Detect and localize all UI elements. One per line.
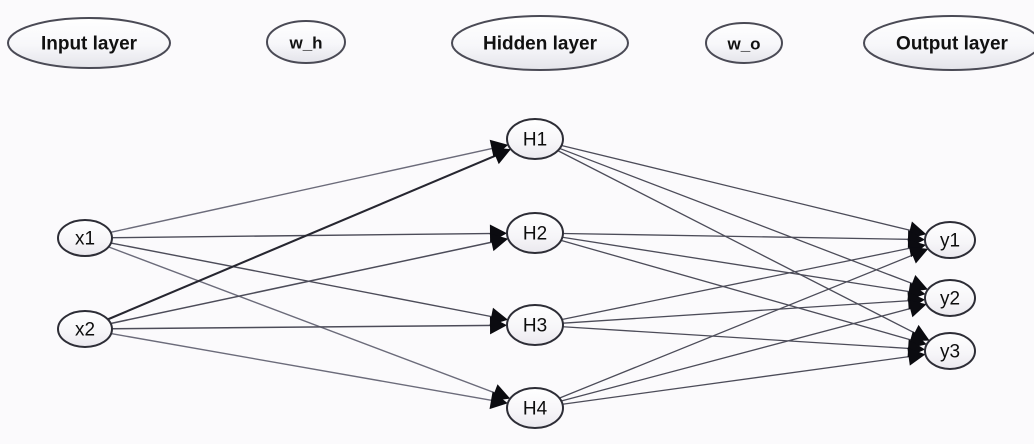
- output-layer-label: Output layer: [863, 15, 1034, 71]
- node-shape-H4: [506, 387, 564, 429]
- edge-x1-to-H3: [110, 242, 499, 319]
- w-h-label-text: w_h: [288, 34, 322, 53]
- node-H1[interactable]: H1: [506, 118, 564, 160]
- edge-group-hidden-to-output: [557, 144, 922, 405]
- edge-H3-to-y2: [562, 299, 916, 324]
- edge-H2-to-y2: [562, 236, 917, 294]
- edge-H4-to-y1: [559, 251, 920, 399]
- node-shape-H3: [506, 304, 564, 346]
- output-layer-label-shape: [863, 15, 1034, 71]
- edge-group-input-to-hidden: [107, 146, 503, 403]
- w-o-label-shape: [705, 22, 783, 64]
- layer-label-group: Input layer w_h Hidden layer w_o Output laye…: [7, 15, 1034, 71]
- node-shape-y3: [924, 332, 976, 370]
- node-label-H2: H2: [523, 224, 547, 245]
- edge-arrowhead: [907, 299, 927, 318]
- hidden-layer-label: Hidden layer: [451, 15, 629, 71]
- w-h-label: w_h: [266, 20, 346, 64]
- node-H3[interactable]: H3: [506, 304, 564, 346]
- edge-arrowhead: [489, 391, 508, 410]
- node-x1[interactable]: x1: [57, 219, 113, 257]
- arrowhead-group: [489, 139, 930, 410]
- node-shape-x1: [57, 219, 113, 257]
- edge-arrowhead: [907, 347, 926, 366]
- edge-H1-to-y3: [557, 150, 922, 337]
- node-y3[interactable]: y3: [924, 332, 976, 370]
- node-shape-y1: [924, 221, 976, 259]
- node-label-H4: H4: [523, 399, 548, 420]
- edge-H3-to-y1: [561, 246, 917, 321]
- edge-x2-to-H4: [110, 332, 499, 403]
- edge-arrowhead: [489, 233, 509, 252]
- node-y2[interactable]: y2: [924, 279, 976, 317]
- node-label-y2: y2: [940, 289, 960, 310]
- edge-x1-to-H1: [110, 146, 500, 234]
- output-layer-label-text: Output layer: [896, 34, 1009, 55]
- edge-H4-to-y2: [561, 305, 918, 402]
- edge-H2-to-y1: [562, 232, 916, 241]
- hidden-layer-label-shape: [451, 15, 629, 71]
- input-layer-label-shape: [7, 17, 171, 69]
- hidden-layer-label-text: Hidden layer: [483, 34, 598, 55]
- node-shape-H2: [506, 212, 564, 254]
- node-shape-x2: [57, 310, 113, 348]
- input-layer-label: Input layer: [7, 17, 171, 69]
- node-shape-y2: [924, 279, 976, 317]
- edge-x2-to-H3: [111, 324, 498, 330]
- edge-H1-to-y2: [559, 147, 920, 287]
- node-H4[interactable]: H4: [506, 387, 564, 429]
- edge-x2-to-H1: [107, 151, 503, 321]
- w-o-label-text: w_o: [726, 35, 760, 54]
- node-label-H3: H3: [523, 316, 547, 337]
- node-label-y1: y1: [940, 231, 960, 252]
- edge-arrowhead: [489, 316, 507, 335]
- node-label-y3: y3: [940, 342, 960, 363]
- node-label-H1: H1: [523, 130, 547, 151]
- node-x2[interactable]: x2: [57, 310, 113, 348]
- node-H2[interactable]: H2: [506, 212, 564, 254]
- node-y1[interactable]: y1: [924, 221, 976, 259]
- node-label-x1: x1: [75, 229, 95, 250]
- edge-H1-to-y1: [561, 144, 918, 233]
- edge-x2-to-H2: [110, 239, 500, 325]
- edge-H3-to-y3: [562, 326, 916, 350]
- node-label-x2: x2: [75, 320, 95, 341]
- edge-H2-to-y3: [560, 239, 918, 343]
- input-layer-label-text: Input layer: [41, 34, 138, 55]
- edge-arrowhead: [491, 147, 511, 165]
- node-shape-H1: [506, 118, 564, 160]
- edge-H4-to-y3: [562, 355, 917, 405]
- w-h-label-shape: [266, 20, 346, 64]
- edge-arrowhead: [909, 246, 929, 264]
- w-o-label: w_o: [705, 22, 783, 64]
- edge-x1-to-H4: [108, 246, 502, 397]
